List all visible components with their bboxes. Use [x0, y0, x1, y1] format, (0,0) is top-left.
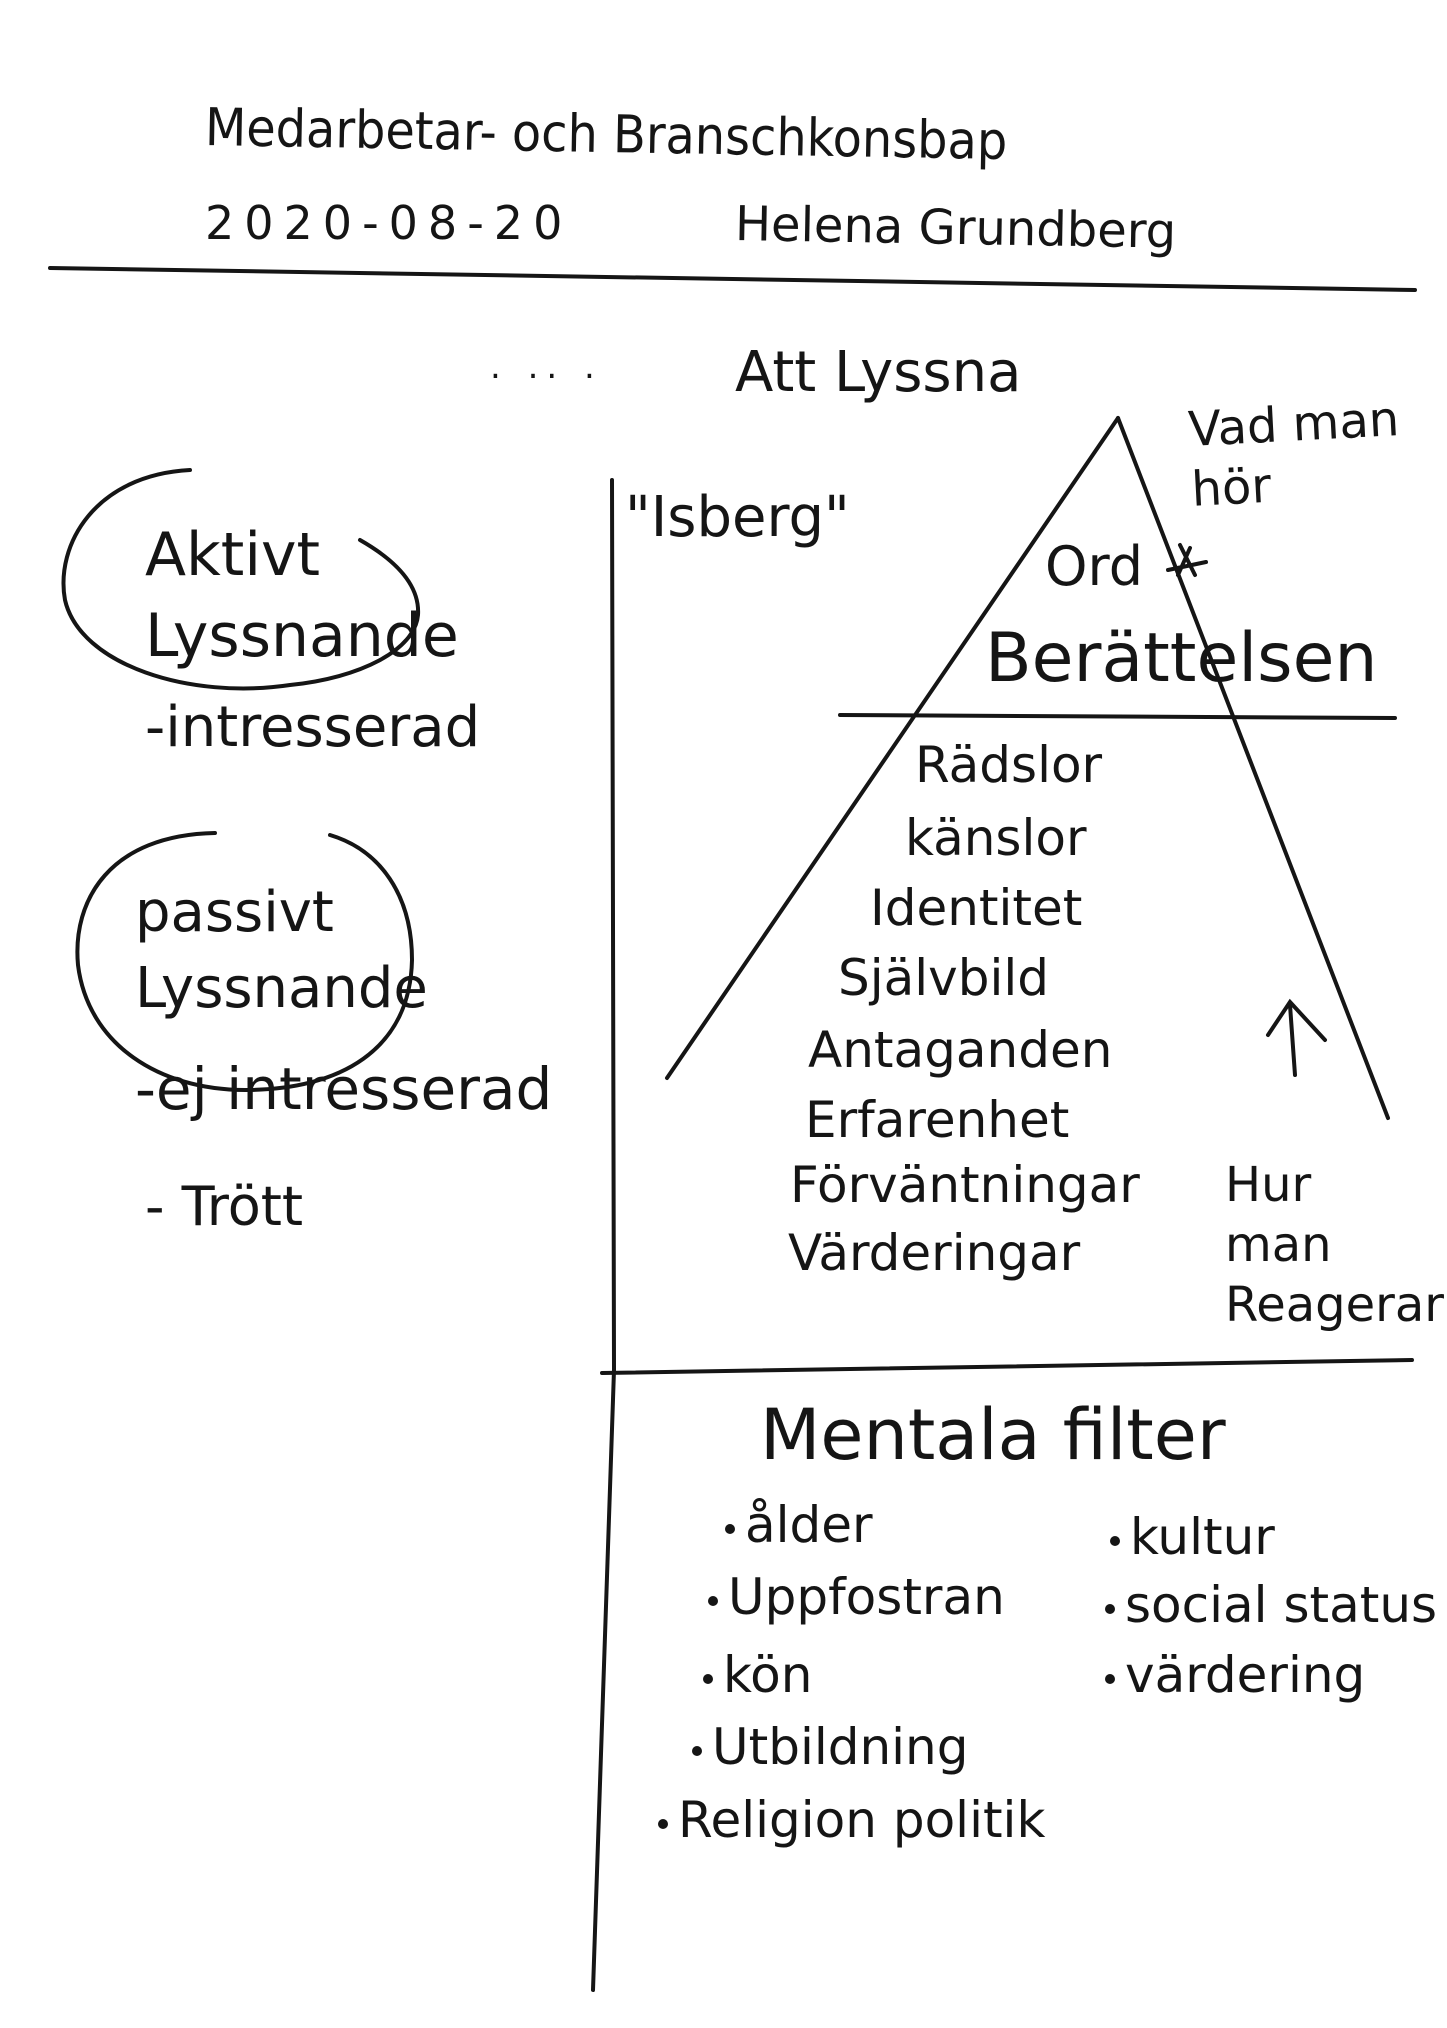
- filter-label: värdering: [1125, 1646, 1366, 1704]
- active-line2: Lyssnande: [145, 601, 459, 671]
- bullet-icon: [1105, 1673, 1115, 1684]
- iceberg-tip-story: Berättelsen: [985, 619, 1378, 698]
- react-line2: man: [1225, 1217, 1332, 1273]
- iceberg-left-edge: [665, 416, 1120, 1080]
- list-item: Antaganden: [808, 1021, 1113, 1079]
- filter-label: Uppfostran: [728, 1568, 1005, 1626]
- vertical-divider-line: [591, 478, 617, 1992]
- arrow-to-word: [1166, 543, 1208, 577]
- list-item: kultur: [1110, 1512, 1275, 1562]
- react-line3: Reagerar: [1225, 1277, 1445, 1333]
- active-listening-label: Aktivt Lyssnande: [145, 515, 459, 677]
- note-author: Helena Grundberg: [734, 196, 1177, 260]
- passive-note-1: -ej intresserad: [135, 1055, 553, 1123]
- list-item: Förväntningar: [790, 1156, 1140, 1214]
- filter-label: Utbildning: [712, 1718, 969, 1776]
- mental-filters-title: Mentala filter: [760, 1394, 1226, 1476]
- list-item: Utbildning: [692, 1722, 968, 1772]
- bullet-icon: [1105, 1603, 1115, 1614]
- list-item: Identitet: [870, 879, 1083, 937]
- list-item: värdering: [1105, 1650, 1365, 1700]
- list-item: känslor: [905, 809, 1087, 867]
- passive-line1: passivt: [135, 880, 334, 945]
- iceberg-label: "Isberg": [625, 485, 850, 550]
- how-you-react-note: Hur man Reagerar: [1225, 1155, 1444, 1335]
- bullet-icon: [658, 1818, 668, 1829]
- what-you-hear-line1: Vad man: [1186, 391, 1401, 459]
- active-note: -intresserad: [145, 695, 481, 760]
- filter-label: social status: [1125, 1576, 1438, 1634]
- bullet-icon: [703, 1673, 713, 1684]
- what-you-hear-note: Vad man hör: [1187, 389, 1404, 520]
- bullet-icon: [708, 1595, 718, 1606]
- list-item: Rädslor: [915, 736, 1103, 794]
- list-item: Värderingar: [788, 1224, 1081, 1282]
- note-title: Medarbetar- och Branschkonsbap: [204, 98, 1008, 172]
- what-you-hear-line2: hör: [1190, 457, 1273, 518]
- margin-dots: . .. .: [490, 347, 603, 387]
- filter-label: kön: [723, 1646, 813, 1704]
- list-item: Självbild: [838, 949, 1050, 1007]
- list-item: Religion politik: [658, 1795, 1045, 1845]
- note-date: 2020-08-20: [205, 196, 573, 250]
- bullet-icon: [725, 1523, 735, 1534]
- iceberg-tip-word: Ord: [1045, 535, 1144, 598]
- bullet-icon: [1110, 1535, 1120, 1546]
- iceberg-right-edge: [1116, 416, 1390, 1120]
- filter-label: ålder: [745, 1496, 873, 1554]
- section-heading: Att Lyssna: [735, 340, 1022, 405]
- list-item: kön: [703, 1650, 812, 1700]
- list-item: Uppfostran: [708, 1572, 1005, 1622]
- react-line1: Hur: [1225, 1157, 1312, 1213]
- iceberg-waterline: [838, 713, 1397, 720]
- list-item: social status: [1105, 1580, 1437, 1630]
- header-divider-line: [48, 266, 1417, 292]
- arrow-up: [1266, 998, 1327, 1077]
- passive-line2: Lyssnande: [135, 955, 428, 1021]
- active-circle: [61, 468, 421, 691]
- active-line1: Aktivt: [145, 520, 321, 590]
- filter-label: Religion politik: [678, 1791, 1046, 1849]
- passive-circle: [75, 831, 415, 1093]
- filter-label: kultur: [1130, 1508, 1275, 1566]
- passive-note-2: - Trött: [145, 1175, 304, 1238]
- list-item: Erfarenhet: [805, 1091, 1070, 1149]
- bullet-icon: [692, 1745, 702, 1756]
- passive-listening-label: passivt Lyssnande: [135, 875, 428, 1026]
- list-item: ålder: [725, 1500, 873, 1550]
- horizontal-section-line: [600, 1358, 1414, 1375]
